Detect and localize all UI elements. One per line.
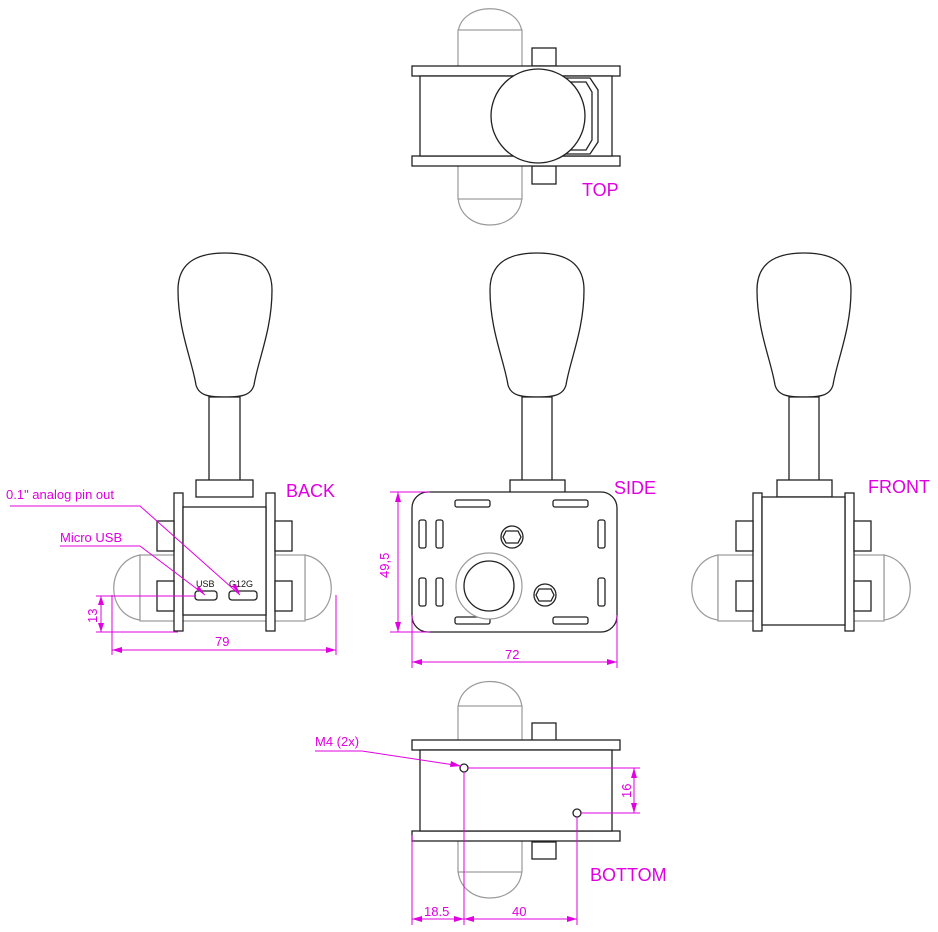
dim-back-height: [96, 595, 196, 633]
m4-label: M4 (2x): [315, 734, 359, 749]
back-view: USB G12G: [113, 252, 332, 632]
view-label-bottom: BOTTOM: [590, 865, 667, 885]
dim-bottom-16-text: 16: [619, 784, 634, 798]
micro-usb-label: Micro USB: [60, 530, 122, 545]
side-view: [411, 252, 618, 633]
g12g-port-label: G12G: [229, 579, 253, 589]
front-view: [691, 252, 911, 632]
knob-front: [756, 252, 852, 398]
bottom-view: [411, 680, 621, 899]
view-label-top: TOP: [582, 180, 619, 200]
dim-bottom-18-5-text: 18.5: [424, 904, 449, 919]
leader-micro-usb: [60, 545, 206, 596]
dim-side-height-text: 49,5: [377, 553, 392, 578]
dim-back-height-text: 13: [85, 609, 100, 623]
usb-port-label: USB: [196, 579, 215, 589]
dim-bottom-horizontal: [411, 772, 578, 925]
dim-side-width-text: 72: [505, 647, 519, 662]
top-view: [411, 8, 621, 226]
dim-back-width: [111, 595, 337, 655]
dim-side-width: [411, 615, 618, 668]
dim-side-height: [390, 491, 430, 633]
dim-back-width-text: 79: [215, 634, 229, 649]
view-label-front: FRONT: [868, 477, 930, 497]
mount-hole-2: [572, 808, 582, 818]
leader-m4: [315, 750, 462, 767]
knob-side: [489, 252, 585, 398]
dim-bottom-40-text: 40: [512, 904, 526, 919]
leader-analog-pin: [10, 505, 241, 596]
analog-pin-label: 0.1" analog pin out: [6, 487, 114, 502]
dim-bottom-16: [468, 767, 640, 814]
mount-hole-1: [459, 763, 469, 773]
view-label-back: BACK: [286, 481, 335, 501]
knob-back: [177, 252, 273, 398]
view-label-side: SIDE: [614, 478, 656, 498]
